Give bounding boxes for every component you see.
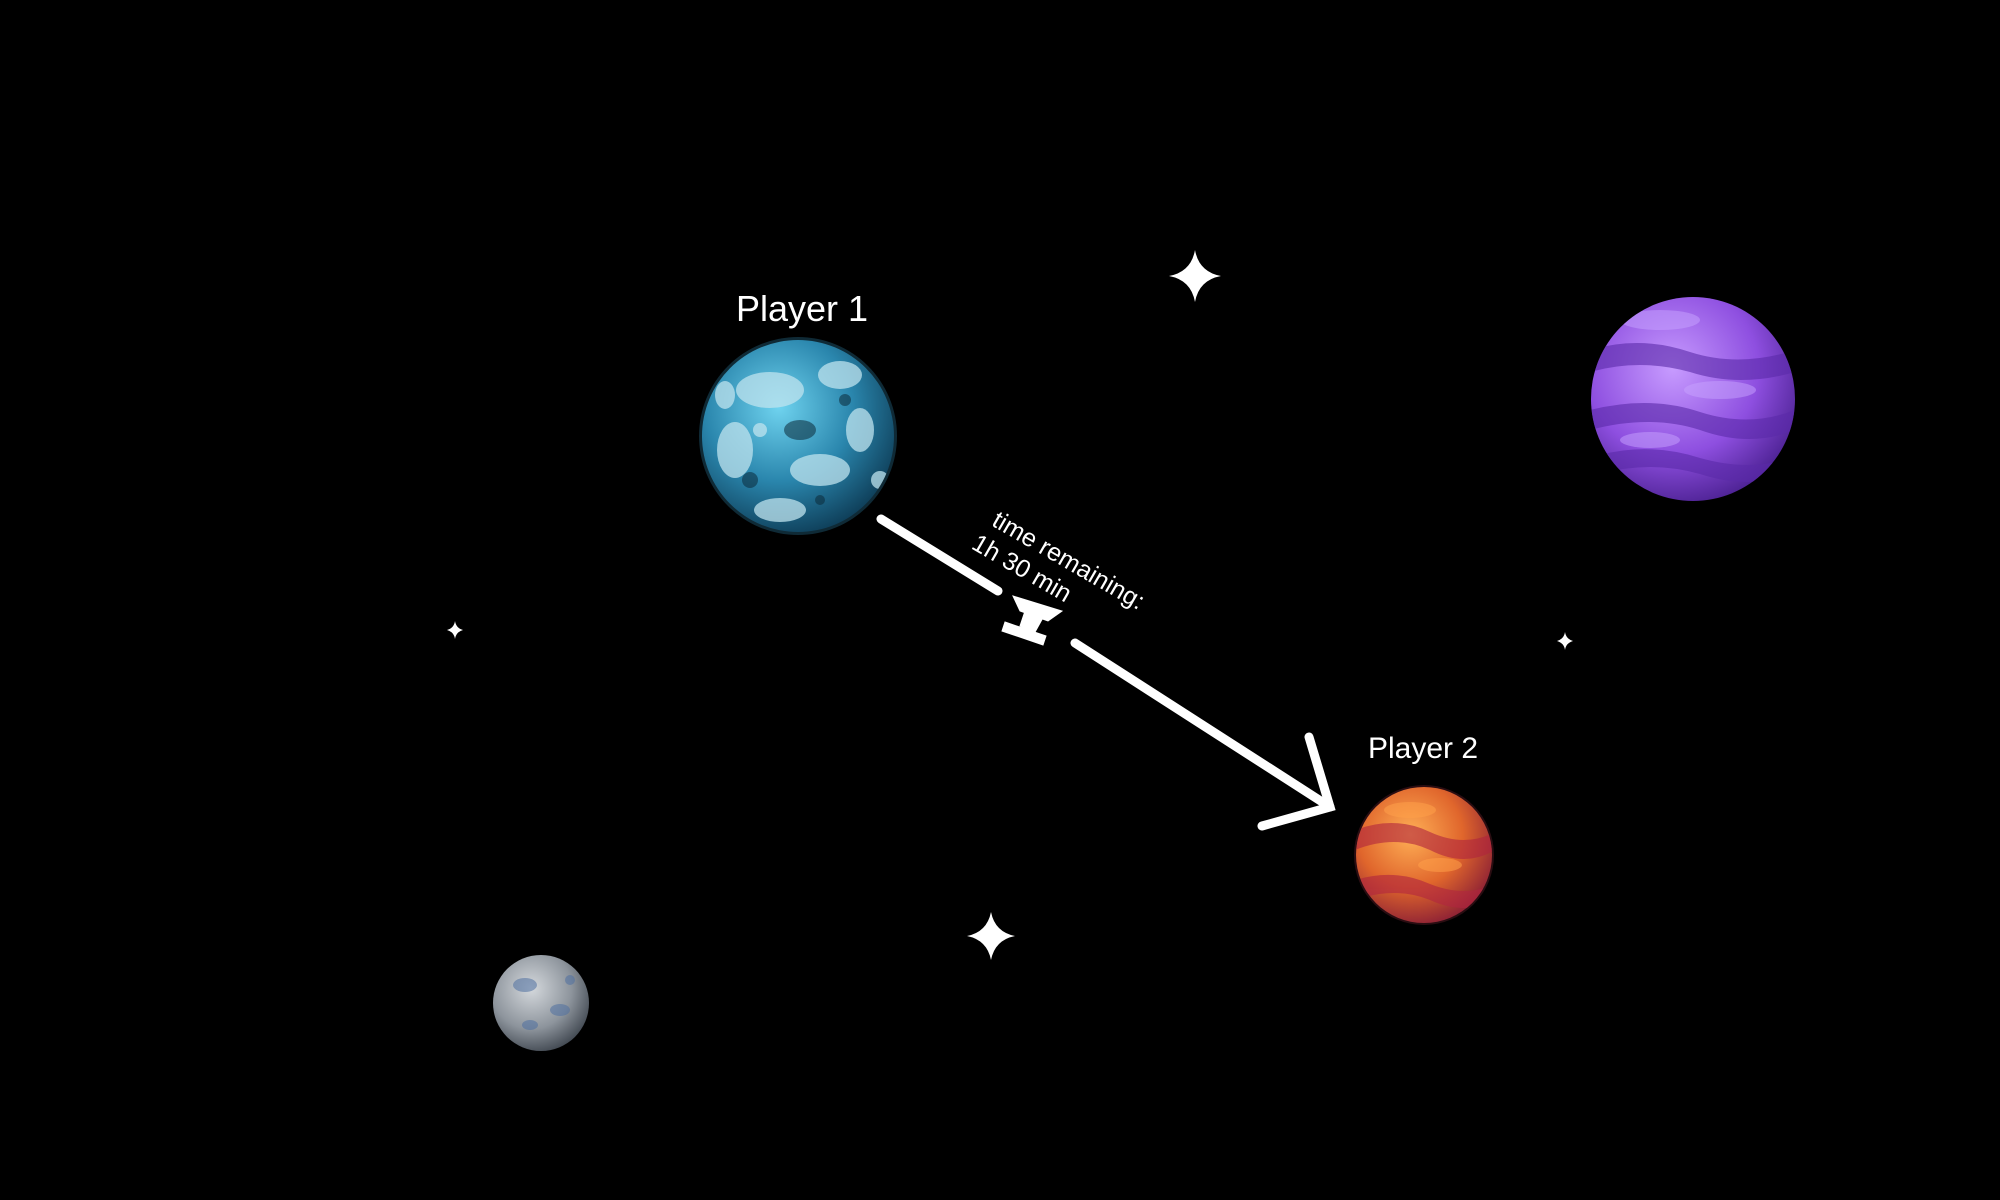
player-2-label: Player 2 [1367,732,1479,765]
spaceship-icon[interactable] [1001,595,1064,646]
purple-gas-planet[interactable] [1590,297,1795,501]
star-icon [1557,632,1573,650]
orange-red-planet[interactable] [1354,785,1495,925]
star-icon [1169,250,1221,302]
grey-rocky-planet[interactable] [493,955,589,1051]
blue-ocean-planet[interactable] [699,337,897,535]
star-icon [447,621,463,639]
star-icon [967,912,1015,960]
fleet-route-arrow [876,514,1336,831]
player-1-label: Player 1 [735,288,869,329]
